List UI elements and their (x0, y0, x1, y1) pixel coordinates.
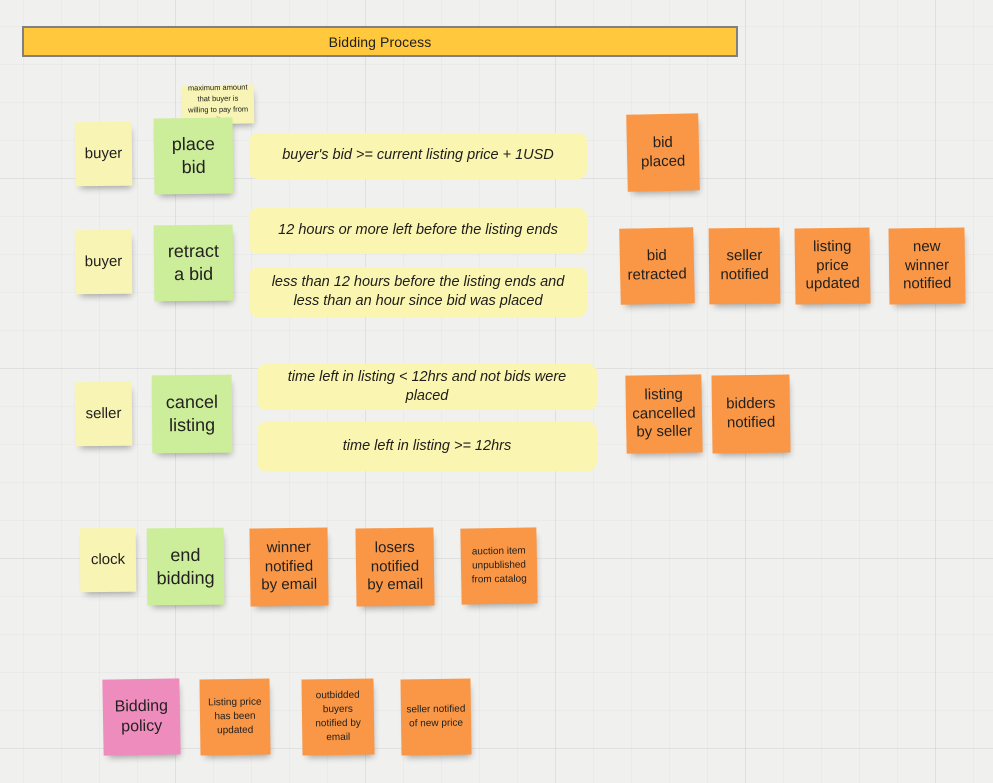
event-note-winner-notified-by-email[interactable]: winner notified by email (249, 527, 329, 607)
actor-note-label: clock (90, 550, 126, 568)
event-note-bid-retracted[interactable]: bid retracted (619, 227, 695, 305)
policy-note-label: Bidding policy (114, 697, 169, 736)
actor-note-buyer-place-bid[interactable]: buyer (74, 121, 133, 187)
event-note-label: winner notified by email (261, 538, 318, 594)
actor-note-label: buyer (84, 252, 123, 270)
event-note-label: listing cancelled by seller (632, 385, 696, 441)
actor-note-buyer-retract-bid[interactable]: buyer (74, 229, 133, 295)
event-note-label: outbidded buyers notified by email (315, 689, 361, 744)
command-note-cancel-listing[interactable]: cancel listing (151, 374, 233, 454)
board-title-bar[interactable]: Bidding Process (22, 26, 738, 57)
condition-box-retract-bid-1[interactable]: 12 hours or more left before the listing… (249, 208, 587, 254)
event-note-seller-notified[interactable]: seller notified (708, 227, 781, 305)
condition-box-place-bid-1[interactable]: buyer's bid >= current listing price + 1… (249, 133, 587, 179)
command-note-label: retract a bid (167, 241, 219, 285)
actor-note-clock[interactable]: clock (79, 527, 137, 593)
command-note-label: end bidding (156, 544, 215, 588)
condition-text: buyer's bid >= current listing price + 1… (282, 147, 554, 164)
event-note-label: Listing price has been updated (208, 696, 262, 737)
event-note-seller-notified-of-new-price[interactable]: seller notified of new price (400, 678, 472, 756)
command-note-label: cancel listing (165, 392, 219, 436)
actor-note-label: buyer (84, 144, 123, 162)
event-note-label: bid placed (640, 133, 686, 170)
condition-text: time left in listing >= 12hrs (342, 437, 512, 454)
condition-box-cancel-listing-1[interactable]: time left in listing < 12hrs and not bid… (257, 364, 597, 410)
event-note-bidders-notified[interactable]: bidders notified (711, 374, 791, 454)
event-note-bid-placed[interactable]: bid placed (626, 113, 700, 192)
condition-text: time left in listing < 12hrs and not bid… (287, 368, 567, 404)
event-note-label: bidders notified (726, 394, 776, 432)
command-note-end-bidding[interactable]: end bidding (146, 527, 225, 606)
actor-note-label: seller (85, 404, 122, 422)
event-note-losers-notified-by-email[interactable]: losers notified by email (355, 527, 435, 607)
event-note-outbidded-buyers-notified[interactable]: outbidded buyers notified by email (301, 678, 375, 756)
command-note-place-bid[interactable]: place bid (153, 117, 234, 195)
event-note-listing-price-has-been-updated[interactable]: Listing price has been updated (199, 678, 271, 756)
command-note-retract-a-bid[interactable]: retract a bid (153, 224, 234, 302)
event-note-label: auction item unpublished from catalog (471, 545, 527, 586)
event-note-listing-cancelled-by-seller[interactable]: listing cancelled by seller (625, 374, 703, 454)
event-note-label: bid retracted (627, 246, 687, 284)
actor-note-seller-cancel-listing[interactable]: seller (74, 381, 133, 447)
condition-box-cancel-listing-2[interactable]: time left in listing >= 12hrs (257, 422, 597, 471)
event-note-listing-price-updated[interactable]: listing price updated (794, 227, 871, 305)
event-note-label: new winner notified (902, 237, 952, 293)
board-title-text: Bidding Process (328, 33, 432, 50)
event-note-label: seller notified of new price (406, 703, 466, 730)
condition-text: 12 hours or more left before the listing… (278, 222, 558, 239)
condition-box-retract-bid-2[interactable]: less than 12 hours before the listing en… (249, 267, 587, 317)
policy-note-bidding-policy[interactable]: Bidding policy (102, 678, 181, 756)
event-note-new-winner-notified[interactable]: new winner notified (888, 227, 966, 305)
event-note-label: listing price updated (805, 237, 860, 293)
command-note-label: place bid (171, 134, 215, 178)
event-note-auction-item-unpublished[interactable]: auction item unpublished from catalog (460, 527, 538, 605)
event-note-label: seller notified (720, 246, 769, 284)
event-note-label: losers notified by email (367, 538, 424, 594)
condition-text: less than 12 hours before the listing en… (271, 273, 565, 309)
